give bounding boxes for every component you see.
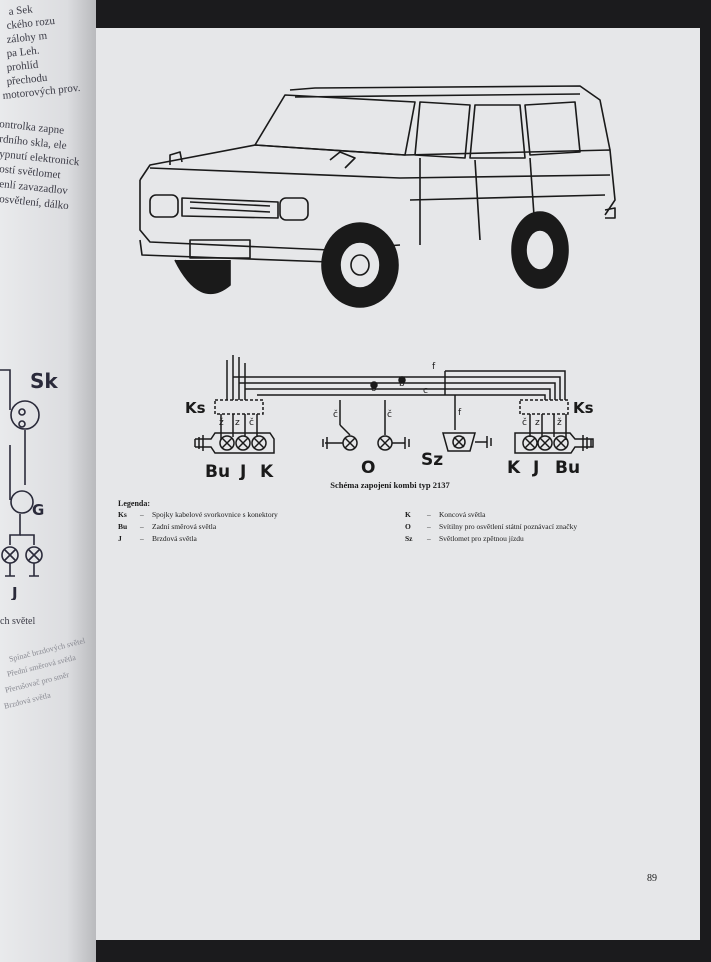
legend-title: Legenda: xyxy=(118,499,150,508)
legend-item: Ks – Spojky kabelové svorkovnice s konek… xyxy=(118,510,278,519)
legend-item: O – Svítilny pro osvětlení státní poznáv… xyxy=(405,522,578,531)
legend-right-column: K – Koncová světla O – Svítilny pro osvě… xyxy=(405,509,577,545)
diagram-label-bu-right: Bu xyxy=(555,458,580,478)
wire-label: z xyxy=(235,418,240,428)
left-diagram-g-label: G xyxy=(32,501,44,519)
diagram-label-sz: Sz xyxy=(421,450,443,470)
page-number: 89 xyxy=(647,873,657,884)
wire-label: č xyxy=(249,417,254,428)
legend-item: Sz – Světlomet pro zpětnou jízdu xyxy=(405,534,524,543)
legend-code: O xyxy=(405,522,411,531)
wire-label: b xyxy=(399,379,405,389)
legend-code: Ks xyxy=(118,510,127,519)
diagram-label-ks-right: Ks xyxy=(573,399,594,417)
legend-left-column: Ks – Spojky kabelové svorkovnice s konek… xyxy=(118,509,278,545)
legend-item: K – Koncová světla xyxy=(405,510,486,519)
legend-text: Zadní směrová světla xyxy=(152,522,217,531)
wire-label: ž xyxy=(219,418,224,428)
legend-code: Sz xyxy=(405,534,413,543)
wire-label: č xyxy=(522,417,527,428)
legend-text: Koncová světla xyxy=(439,510,486,519)
wire-label: f xyxy=(458,408,462,418)
diagram-caption: Schéma zapojení kombi typ 2137 xyxy=(330,480,450,490)
legend-text: Brzdová světla xyxy=(152,534,197,543)
legend-item: Bu – Zadní směrová světla xyxy=(118,522,217,531)
left-diagram-j-label: J xyxy=(11,584,18,600)
wire-label: c xyxy=(423,386,428,396)
legend-code: J xyxy=(118,534,122,543)
legend-text: Svítilny pro osvětlení státní poznávací … xyxy=(439,522,578,531)
diagram-label-k-right: K xyxy=(507,458,521,478)
left-page-wiring-diagram: Sk G J xyxy=(0,369,58,600)
left-page-fragment: prohlíd xyxy=(6,58,39,74)
left-diagram-sk-label: Sk xyxy=(30,369,58,393)
wire-label: ž xyxy=(557,418,562,428)
wire-label: č xyxy=(333,409,338,420)
left-page: a Sek ckého rozu zálohy m pa Leh. prohlí… xyxy=(0,0,96,962)
left-page-fragment: zálohy m xyxy=(6,29,48,46)
legend-text: Spojky kabelové svorkovnice s konektory xyxy=(152,510,278,519)
wire-label: č xyxy=(387,409,392,420)
diagram-label-bu-left: Bu xyxy=(205,462,230,480)
diagram-label-ks-left: Ks xyxy=(185,399,206,417)
diagram-label-k-left: K xyxy=(260,462,274,480)
legend-item: J – Brzdová světla xyxy=(118,534,197,543)
legend-text: Světlomet pro zpětnou jízdu xyxy=(439,534,524,543)
right-page xyxy=(96,28,700,940)
left-page-fragment: ch světel xyxy=(0,616,36,627)
legend-code: K xyxy=(405,510,411,519)
diagram-label-j-left: J xyxy=(239,462,246,480)
wire-label: f xyxy=(432,362,436,372)
wire-label: o xyxy=(371,384,377,394)
diagram-label-o: O xyxy=(361,458,375,478)
station-wagon-illustration xyxy=(139,85,616,308)
wire-label: z xyxy=(535,418,540,428)
wiring-diagram: Ks Ks Bu J K O Sz K J Bu f o b c f ž z č… xyxy=(185,355,594,480)
legend-code: Bu xyxy=(118,522,128,531)
diagram-label-j-right: J xyxy=(532,458,539,478)
left-page-fragment: a Sek xyxy=(8,3,34,18)
left-page-fragment: pa Leh. xyxy=(6,44,41,60)
